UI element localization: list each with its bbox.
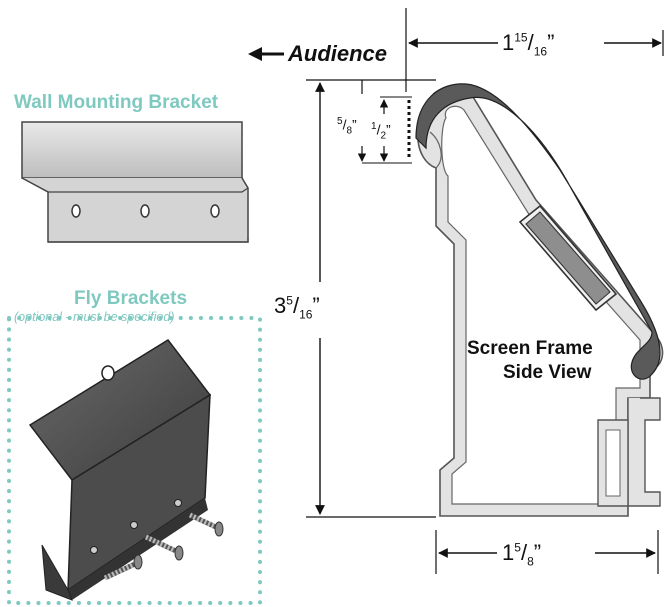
fly-brackets-subtitle: (optional - must be specified) (14, 310, 175, 324)
top-width-unit: ” (547, 30, 555, 55)
height-den: 16 (299, 307, 313, 322)
height-label: 35/16” (274, 293, 320, 322)
lip-outer-den: 8 (346, 125, 353, 137)
height-dimension (306, 79, 436, 518)
top-width-whole: 1 (502, 30, 515, 55)
top-width-dimension (405, 8, 664, 92)
fly-brackets-title: Fly Brackets (74, 288, 188, 309)
audience-label: Audience (288, 41, 388, 66)
wall-mounting-bracket-illustration (21, 121, 249, 243)
lip-outer-label: 5/8” (337, 116, 357, 137)
lip-inner-den: 2 (380, 130, 387, 142)
lip-outer-num: 5 (337, 116, 343, 127)
height-num: 5 (286, 293, 293, 308)
screen-frame-profile (417, 86, 664, 517)
screw-1-icon (103, 554, 143, 581)
bottom-width-den: 8 (527, 554, 534, 569)
top-width-label: 115/16” (502, 30, 555, 59)
height-unit: ” (312, 293, 320, 318)
screw-3-icon (188, 512, 224, 537)
top-width-num: 15 (514, 30, 528, 45)
screen-vinyl-wrap (415, 83, 661, 380)
lip-inner-unit: ” (386, 121, 391, 138)
frame-title-line1: Screen Frame (467, 338, 593, 359)
audience-arrow (248, 47, 284, 61)
height-whole: 3 (274, 293, 287, 318)
bottom-width-unit: ” (533, 540, 542, 565)
bottom-width-whole: 1 (502, 540, 515, 565)
frame-title-line2: Side View (503, 362, 592, 383)
fly-bracket-dotted-frame (7, 316, 262, 605)
lip-inner-label: 1/2” (371, 121, 391, 142)
lip-dimensions (357, 80, 412, 164)
lip-outer-unit: ” (352, 116, 357, 133)
bottom-width-dimension (435, 530, 659, 574)
wall-bracket-title: Wall Mounting Bracket (14, 92, 219, 113)
tension-insert (518, 204, 618, 312)
screw-2-icon (144, 534, 184, 561)
lip-inner-num: 1 (371, 121, 377, 132)
top-width-den: 16 (533, 44, 548, 59)
fly-bracket-illustration (28, 339, 212, 601)
bottom-width-num: 5 (514, 540, 521, 555)
bottom-width-label: 15/8” (502, 540, 542, 569)
